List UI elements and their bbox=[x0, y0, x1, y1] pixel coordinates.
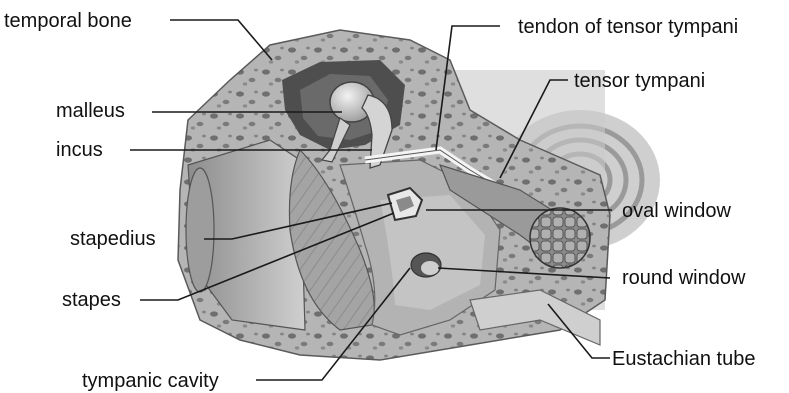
tensor-muscle-bundle bbox=[530, 208, 590, 268]
label-incus: incus bbox=[56, 139, 103, 161]
label-tensor-tympani: tensor tympani bbox=[574, 70, 705, 92]
label-stapes: stapes bbox=[62, 289, 121, 311]
label-tendon-of-tensor-tympani: tendon of tensor tympani bbox=[518, 16, 738, 38]
label-stapedius: stapedius bbox=[70, 228, 156, 250]
label-tympanic-cavity: tympanic cavity bbox=[82, 370, 219, 392]
leader-temporal-bone bbox=[170, 20, 272, 60]
canal-opening bbox=[186, 168, 214, 292]
round-window-inner bbox=[421, 261, 439, 275]
label-oval-window: oval window bbox=[622, 200, 732, 222]
label-eustachian-tube: Eustachian tube bbox=[612, 348, 755, 370]
label-malleus: malleus bbox=[56, 100, 125, 122]
label-round-window: round window bbox=[622, 267, 746, 289]
label-temporal-bone: temporal bone bbox=[4, 10, 132, 32]
